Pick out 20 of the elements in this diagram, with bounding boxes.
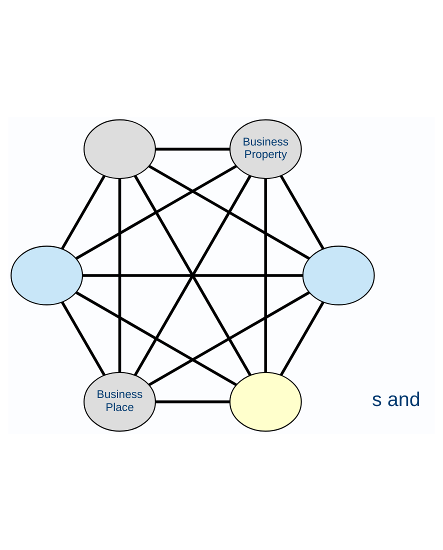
connector <box>60 300 106 376</box>
connector <box>76 290 238 386</box>
connector <box>148 290 310 386</box>
connector <box>280 300 324 376</box>
connector <box>264 178 268 372</box>
connector <box>82 274 303 276</box>
node-ellipse <box>229 372 302 432</box>
node-ellipse: Business Place <box>84 372 156 432</box>
connector <box>61 174 106 249</box>
connector <box>156 147 230 150</box>
node-ellipse <box>10 245 83 305</box>
connector <box>76 164 238 260</box>
connector <box>148 164 310 260</box>
node-ellipse: Business Property <box>229 118 302 178</box>
connector <box>280 174 324 249</box>
connector <box>156 400 230 403</box>
connector <box>118 178 122 372</box>
label: s and <box>372 388 420 411</box>
node-ellipse <box>84 118 156 178</box>
node-ellipse <box>302 245 375 305</box>
